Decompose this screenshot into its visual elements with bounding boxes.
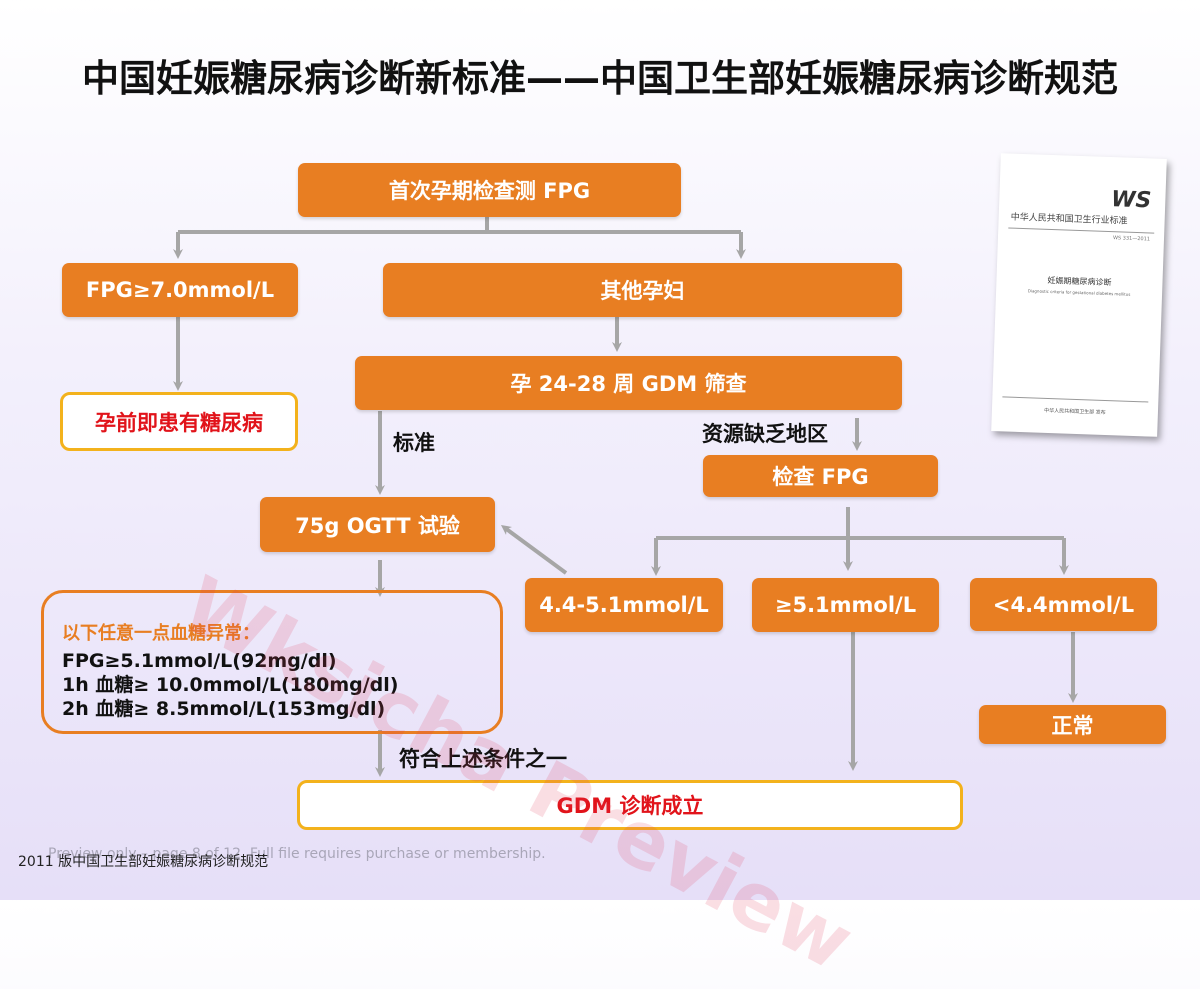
box-fpg-ge7: FPG≥7.0mmol/L [62,263,298,317]
criteria-line: 1h 血糖≥ 10.0mmol/L(180mg/dl) [62,674,399,696]
document-publisher: 中华人民共和国卫生部 发布 [1044,407,1106,417]
label-standard: 标准 [393,431,435,455]
document-number: WS 331—2011 [1112,235,1151,243]
flow-arrows [173,217,1078,777]
box-pregestational-diabetes: 孕前即患有糖尿病 [60,392,298,451]
box-gdm-diagnosis: GDM 诊断成立 [297,780,963,830]
box-other-pregnant: 其他孕妇 [383,263,902,317]
document-rule [1008,227,1155,234]
document-standard-name: 中华人民共和国卫生行业标准 [1010,212,1128,227]
criteria-line: FPG≥5.1mmol/L(92mg/dl) [62,650,337,672]
label-resource-poor: 资源缺乏地区 [702,422,828,446]
arrow-range-to-ogtt [500,525,568,575]
ws-logo: WS [1110,187,1152,214]
page-title: 中国妊娠糖尿病诊断新标准——中国卫生部妊娠糖尿病诊断规范 [82,57,1118,100]
criteria-line: 2h 血糖≥ 8.5mmol/L(153mg/dl) [62,698,386,720]
preview-note: Preview only – page 8 of 12. Full file r… [48,846,546,862]
standard-document-image: WS 中华人民共和国卫生行业标准 WS 331—2011 妊娠期糖尿病诊断 Di… [991,153,1167,437]
label-meets-one: 符合上述条件之一 [399,747,567,771]
criteria-heading: 以下任意一点血糖异常： [62,623,260,644]
box-normal: 正常 [979,705,1166,744]
footer-caption: 2011 版中国卫生部妊娠糖尿病诊断规范 [18,854,269,870]
box-check-fpg: 检查 FPG [703,455,938,497]
box-first-fpg: 首次孕期检查测 FPG [298,163,681,217]
box-range-44-51: 4.4-5.1mmol/L [525,578,723,632]
box-ge-51: ≥5.1mmol/L [752,578,939,632]
criteria-box: 以下任意一点血糖异常： FPG≥5.1mmol/L(92mg/dl) 1h 血糖… [41,590,503,734]
box-gdm-screening: 孕 24-28 周 GDM 筛查 [355,356,902,410]
box-ogtt: 75g OGTT 试验 [260,497,495,552]
document-rule [1002,396,1149,403]
box-lt-44: <4.4mmol/L [970,578,1157,631]
